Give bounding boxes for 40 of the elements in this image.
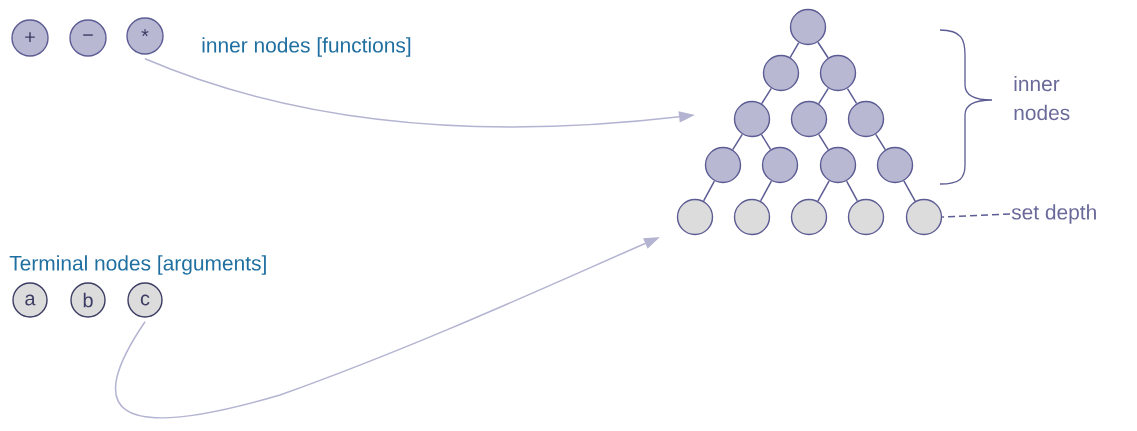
tree-branch [846, 87, 858, 105]
function-node: − [69, 19, 107, 57]
label-text: inner nodes [1014, 75, 1070, 121]
tree-node [761, 146, 799, 184]
tree-branch [760, 87, 773, 105]
label-text: Terminal nodes [arguments] [9, 255, 266, 275]
tree-node [676, 198, 714, 236]
tree-node [733, 100, 771, 138]
tree-branch [874, 133, 887, 151]
terminal-node: a [12, 282, 48, 318]
tree-branch [759, 180, 773, 202]
tree-node [790, 198, 828, 236]
tree-branch [817, 133, 830, 151]
function-node: + [11, 19, 49, 57]
tree-node [905, 198, 943, 236]
tree-branch [903, 180, 916, 202]
terminal-node: b [70, 282, 106, 318]
tree-branch [731, 133, 744, 151]
tree-node [733, 198, 771, 236]
terminal-node: c [127, 282, 163, 318]
tree-node [762, 54, 800, 92]
tree-node [819, 146, 857, 184]
tree-node [790, 100, 828, 138]
tree-node [704, 146, 742, 184]
tree-node [847, 198, 885, 236]
tree-node [789, 8, 827, 46]
function-node: * [126, 17, 164, 55]
tree-branch [789, 41, 800, 59]
tree-branch [845, 180, 859, 202]
tree-node [819, 54, 857, 92]
tree-node [847, 100, 885, 138]
tree-branch [702, 180, 716, 202]
tree-node [876, 146, 914, 184]
label-text: inner nodes [functions] [202, 37, 411, 57]
tree-branch [817, 41, 829, 59]
label-text: set depth [1011, 204, 1096, 224]
tree-branch [760, 133, 772, 151]
tree-branch [817, 87, 830, 105]
tree-branch [817, 180, 830, 202]
dashed-leader-line [941, 213, 1011, 218]
